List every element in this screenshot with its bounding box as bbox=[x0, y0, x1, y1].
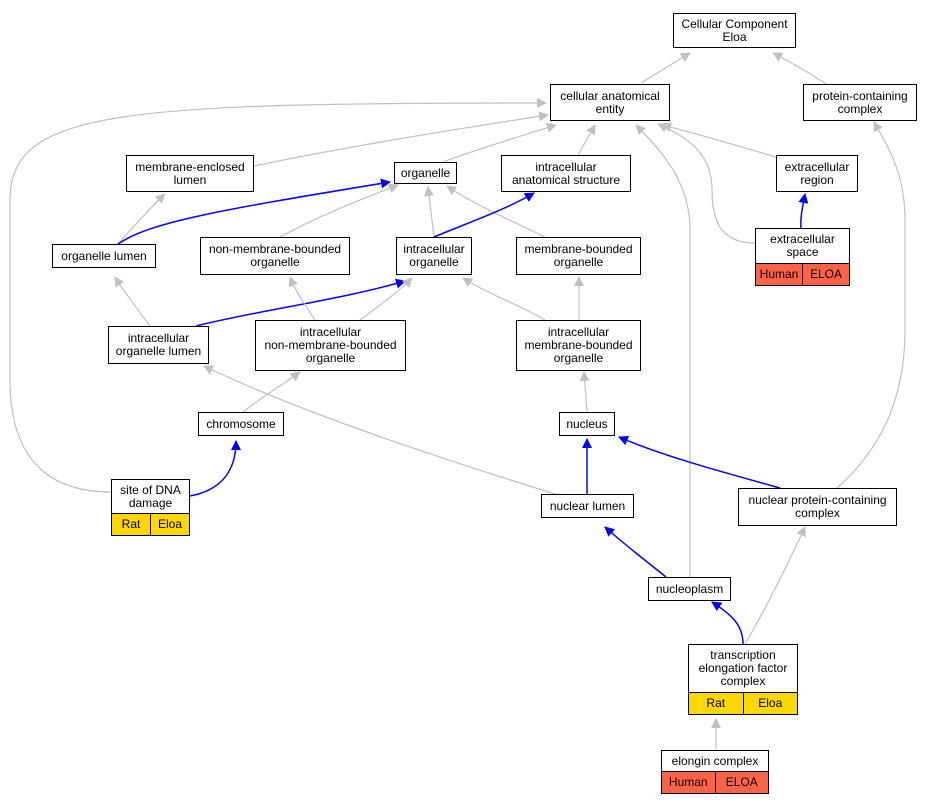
species-gene: ELOA bbox=[714, 772, 769, 793]
node-intracellular-membrane-bounded-organelle[interactable]: intracellular membrane-bounded organelle bbox=[516, 320, 641, 371]
edge-io-to-ias bbox=[433, 192, 535, 238]
edge-tefc-to-npl bbox=[711, 601, 744, 645]
species-gene: ELOA bbox=[802, 264, 849, 285]
node-label: nuclear lumen bbox=[549, 498, 626, 513]
edge-tefc-to-npcc bbox=[744, 526, 806, 645]
node-intracellular-non-membrane-bounded-organelle[interactable]: intracellular non-membrane-bounded organ… bbox=[255, 320, 406, 371]
node-label: intracellular organelle lumen bbox=[115, 331, 202, 358]
node-cellular-component-eloa[interactable]: Cellular Component Eloa bbox=[673, 13, 796, 48]
species-gene: Eloa bbox=[150, 514, 189, 535]
node-label: organelle bbox=[400, 165, 451, 180]
node-protein-containing-complex[interactable]: protein-containing complex bbox=[803, 84, 917, 121]
edge-npcc-to-nuc bbox=[618, 436, 781, 489]
species-organism: Human bbox=[668, 775, 708, 789]
node-label: non-membrane-bounded organelle bbox=[208, 242, 342, 269]
edge-nuc-to-imbo bbox=[579, 371, 590, 413]
node-extracellular-space[interactable]: extracellular space Human ELOA bbox=[755, 228, 850, 286]
node-label: organelle lumen bbox=[61, 248, 147, 263]
node-transcription-elongation-factor-complex[interactable]: transcription elongation factor complex … bbox=[688, 644, 798, 715]
edge-sdd-to-cae bbox=[9, 98, 547, 493]
node-label: Cellular Component Eloa bbox=[681, 16, 788, 44]
node-intracellular-organelle[interactable]: intracellular organelle bbox=[396, 237, 472, 275]
node-label: membrane-bounded organelle bbox=[524, 242, 633, 269]
node-intracellular-anatomical-structure[interactable]: intracellular anatomical structure bbox=[501, 155, 631, 192]
edge-ecr-to-cae bbox=[661, 122, 777, 158]
edge-ol-to-org bbox=[117, 178, 391, 245]
node-nucleoplasm[interactable]: nucleoplasm bbox=[648, 577, 731, 601]
node-site-of-dna-damage[interactable]: site of DNA damage Rat Eloa bbox=[111, 479, 190, 536]
edge-npcc-to-pcc bbox=[836, 121, 906, 489]
node-label: protein-containing complex bbox=[812, 88, 908, 116]
edge-iol-to-io bbox=[195, 278, 406, 327]
node-label: nucleoplasm bbox=[655, 581, 724, 596]
species-gene: Eloa bbox=[742, 693, 798, 714]
node-label: nucleus bbox=[566, 416, 608, 431]
node-label: extracellular region bbox=[784, 159, 850, 187]
species-row: Human ELOA bbox=[756, 263, 849, 285]
node-label: site of DNA damage bbox=[120, 482, 181, 510]
edge-sdd-to-chr bbox=[189, 440, 241, 497]
edge-imbo-to-io bbox=[462, 277, 546, 321]
node-cellular-anatomical-entity[interactable]: cellular anatomical entity bbox=[550, 84, 670, 121]
edge-ecs-to-cae bbox=[657, 123, 756, 244]
node-nuclear-lumen[interactable]: nuclear lumen bbox=[541, 494, 634, 518]
species-row: Rat Eloa bbox=[689, 692, 797, 714]
node-organelle-lumen[interactable]: organelle lumen bbox=[52, 244, 156, 268]
species-organism: Rat bbox=[706, 696, 726, 710]
edge-chr-to-inmbo bbox=[242, 371, 301, 413]
edge-org-to-cae bbox=[442, 123, 557, 163]
node-nuclear-protein-containing-complex[interactable]: nuclear protein-containing complex bbox=[738, 488, 897, 526]
node-organelle[interactable]: organelle bbox=[394, 162, 457, 184]
edge-ecs-to-ecr bbox=[798, 193, 809, 229]
edge-npl-to-nl bbox=[604, 526, 667, 578]
edge-io-to-org bbox=[424, 186, 435, 238]
node-non-membrane-bounded-organelle[interactable]: non-membrane-bounded organelle bbox=[200, 237, 350, 275]
node-intracellular-organelle-lumen[interactable]: intracellular organelle lumen bbox=[108, 326, 209, 364]
node-label: cellular anatomical entity bbox=[560, 88, 660, 116]
node-extracellular-region[interactable]: extracellular region bbox=[776, 155, 858, 192]
node-elongin-complex[interactable]: elongin complex Human ELOA bbox=[661, 750, 769, 794]
edge-mel-to-cae bbox=[253, 111, 549, 167]
edge-ias-to-cae bbox=[577, 124, 596, 156]
species-row: Rat Eloa bbox=[112, 513, 189, 535]
edge-inmbo-to-nmbo bbox=[288, 276, 316, 321]
species-organism: Rat bbox=[121, 517, 141, 531]
node-label: membrane-enclosed lumen bbox=[135, 159, 245, 187]
node-label: intracellular organelle bbox=[403, 242, 465, 269]
node-chromosome[interactable]: chromosome bbox=[198, 412, 284, 436]
species-row: Human ELOA bbox=[662, 771, 768, 793]
edge-iol-to-ol bbox=[114, 276, 151, 327]
node-label: elongin complex bbox=[671, 753, 759, 768]
edge-npl-to-cae bbox=[635, 124, 691, 577]
node-label: intracellular anatomical structure bbox=[511, 159, 621, 187]
edge-nl-to-iol bbox=[203, 365, 556, 495]
node-label: intracellular non-membrane-bounded organ… bbox=[264, 325, 397, 365]
node-nucleus[interactable]: nucleus bbox=[559, 412, 615, 436]
node-label: intracellular membrane-bounded organelle bbox=[524, 325, 633, 365]
species-organism: Human bbox=[759, 267, 799, 281]
node-label: transcription elongation factor complex bbox=[698, 648, 788, 688]
node-label: nuclear protein-containing complex bbox=[748, 493, 887, 520]
node-membrane-bounded-organelle[interactable]: membrane-bounded organelle bbox=[516, 237, 641, 275]
edge-inmbo-to-io bbox=[359, 277, 413, 321]
edge-cae-to-root bbox=[640, 52, 691, 84]
edge-ol-to-mel bbox=[117, 193, 166, 245]
node-label: chromosome bbox=[206, 416, 276, 431]
edge-pcc-to-root bbox=[772, 52, 827, 85]
node-label: extracellular space bbox=[770, 232, 835, 259]
node-membrane-enclosed-lumen[interactable]: membrane-enclosed lumen bbox=[126, 155, 254, 192]
edge-nmbo-to-org bbox=[279, 183, 399, 238]
